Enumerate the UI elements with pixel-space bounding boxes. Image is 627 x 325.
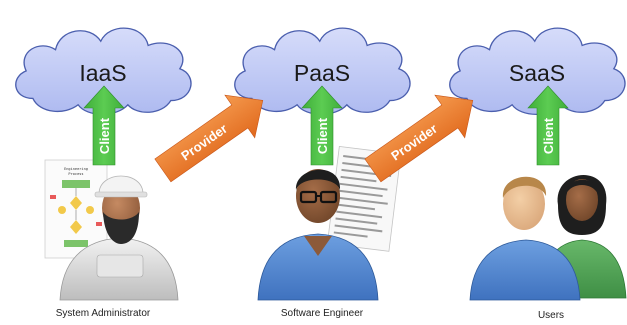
client-arrow-label-3: Client [541, 117, 556, 154]
client-arrow-label-1: Client [97, 117, 112, 154]
cloud-label-iaas: IaaS [79, 60, 126, 86]
card-heading-text: Engineering [64, 167, 88, 171]
system-administrator-figure: Engineering Process [44, 159, 179, 301]
client-arrow-2: Client [301, 85, 343, 166]
cloud-paas: PaaS [234, 27, 411, 116]
cloud-label-paas: PaaS [294, 60, 350, 86]
role-label-system-administrator: System Administrator [56, 308, 151, 319]
role-label-software-engineer: Software Engineer [281, 308, 364, 319]
cloud-label-saas: SaaS [509, 60, 565, 86]
client-arrow-1: Client [83, 85, 125, 166]
cloud-iaas: IaaS [15, 27, 192, 116]
client-arrow-label-2: Client [315, 117, 330, 154]
users-figure [469, 174, 627, 301]
card-subheading-text: Process [68, 172, 83, 176]
client-arrow-3: Client [527, 85, 569, 166]
cloud-saas: SaaS [449, 27, 626, 116]
provider-arrow-1: Provider [154, 94, 264, 183]
role-label-users: Users [538, 310, 564, 321]
